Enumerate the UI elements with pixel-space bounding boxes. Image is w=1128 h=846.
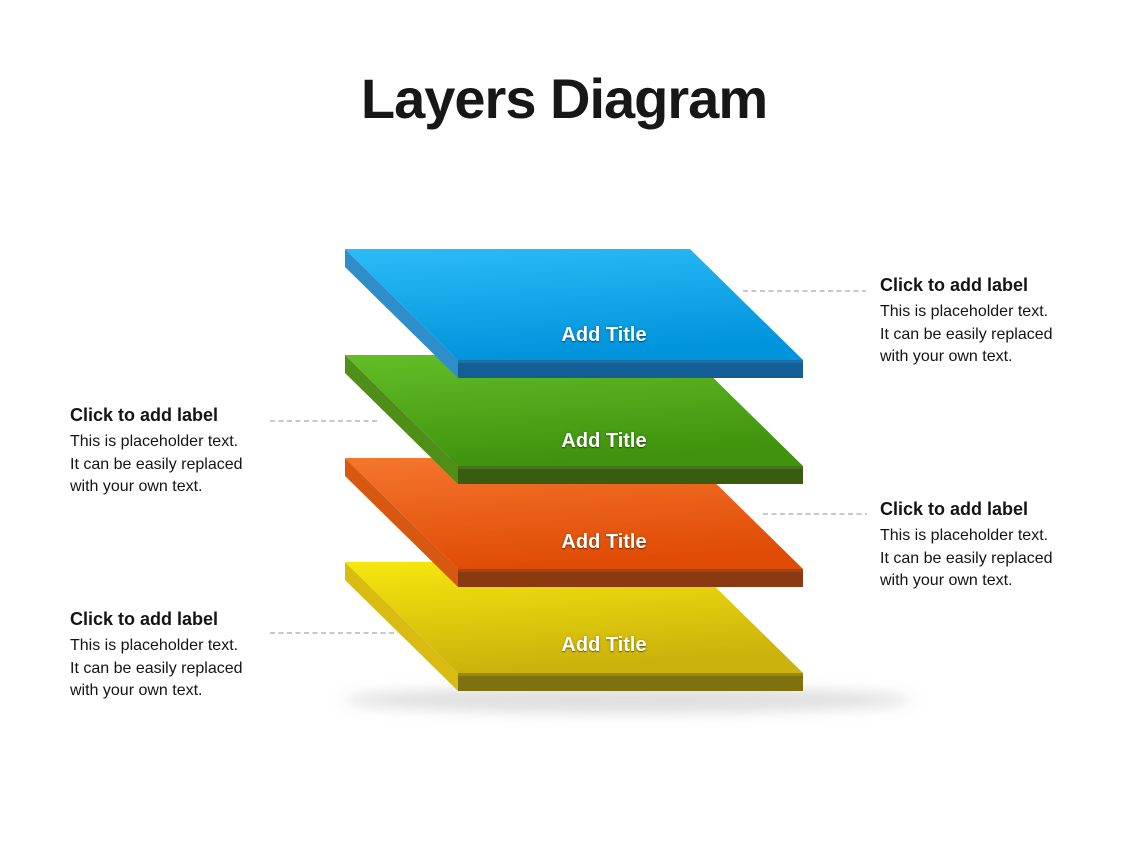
layer-4-front-face — [458, 673, 803, 691]
layer-2-top-face — [345, 355, 803, 466]
callout-body-line: with your own text. — [70, 478, 203, 495]
callout-right-top[interactable]: Click to add label This is placeholder t… — [880, 275, 1085, 369]
layer-1-title-placeholder[interactable]: Add Title — [561, 324, 647, 346]
callout-body-line: It can be easily replaced — [70, 659, 243, 677]
callout-body-line: This is placeholder text. — [70, 433, 239, 450]
callout-body-line: This is placeholder text. — [70, 637, 239, 654]
callout-body-line: with your own text. — [880, 348, 1013, 365]
layer-1-side-face — [345, 249, 458, 378]
callout-left-bottom[interactable]: Click to add label This is placeholder t… — [70, 609, 275, 703]
layer-4-front-bevel — [458, 673, 803, 676]
layer-3-top-face — [345, 458, 803, 569]
layer-4-side-face — [345, 562, 458, 691]
callout-left-middle[interactable]: Click to add label This is placeholder t… — [70, 405, 275, 499]
callout-body-line: It can be easily replaced — [880, 549, 1053, 567]
layer-1-shape[interactable] — [345, 249, 803, 378]
layer-2-shape[interactable] — [345, 355, 803, 484]
callout-body-line: with your own text. — [880, 572, 1013, 589]
layer-2-side-face — [345, 355, 458, 484]
layer-3-front-face — [458, 569, 803, 587]
callout-title[interactable]: Click to add label — [70, 405, 219, 425]
layer-4-title-placeholder[interactable]: Add Title — [561, 634, 647, 656]
callout-title[interactable]: Click to add label — [880, 499, 1029, 519]
layer-2-front-face — [458, 466, 803, 484]
callout-body-line: This is placeholder text. — [880, 303, 1049, 320]
callout-title[interactable]: Click to add label — [70, 609, 219, 629]
slide-title: Layers Diagram — [360, 67, 768, 130]
layer-4-shape[interactable] — [345, 562, 803, 691]
callout-body-line: with your own text. — [70, 682, 203, 699]
callout-title[interactable]: Click to add label — [880, 275, 1029, 295]
callout-body-line: It can be easily replaced — [70, 455, 243, 473]
layer-4-top-face — [345, 562, 803, 673]
callout-body-line: It can be easily replaced — [880, 325, 1053, 343]
callout-right-middle[interactable]: Click to add label This is placeholder t… — [880, 499, 1085, 593]
layer-2-title-placeholder[interactable]: Add Title — [561, 430, 647, 452]
layer-3-title-placeholder[interactable]: Add Title — [561, 531, 647, 553]
layer-2-front-bevel — [458, 466, 803, 469]
layer-3-front-bevel — [458, 569, 803, 572]
layer-3-side-face — [345, 458, 458, 587]
layer-1-front-face — [458, 360, 803, 378]
layer-1-front-bevel — [458, 360, 803, 363]
ground-shadow — [343, 687, 913, 713]
layer-1-top-face — [345, 249, 803, 360]
callout-body-line: This is placeholder text. — [880, 527, 1049, 544]
layer-3-shape[interactable] — [345, 458, 803, 587]
